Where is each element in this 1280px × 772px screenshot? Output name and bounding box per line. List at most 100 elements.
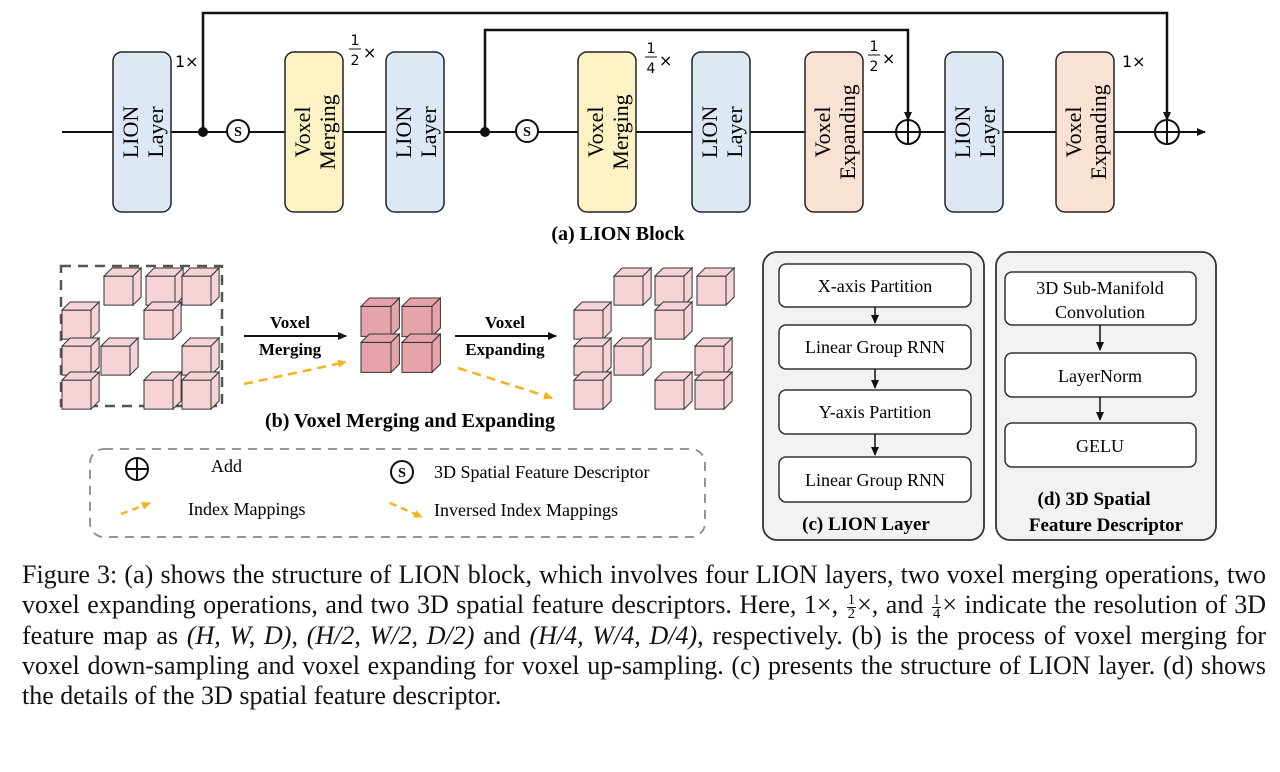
voxel-cube (102, 266, 143, 307)
voxel-cube (180, 370, 221, 411)
outer-skip-connection (201, 11, 1171, 132)
resolution-label: 1× (175, 52, 199, 71)
voxel-cube (612, 266, 653, 307)
voxel-cube (60, 300, 101, 341)
voxel-cube (180, 336, 221, 377)
voxel-cube (572, 300, 613, 341)
voxel-cube (400, 332, 442, 374)
block-lion-layer-1: LION Layer 1× (112, 51, 199, 213)
voxel-cube (359, 296, 401, 338)
caption-sep: , (291, 620, 298, 650)
caption-res-1x: 1×, (803, 590, 839, 619)
voxel-cube (653, 266, 694, 307)
legend-box (89, 448, 706, 538)
block-label-line1: Voxel (1061, 107, 1086, 158)
block-label-line2: Layer (143, 106, 168, 158)
step-x-partition: X-axis Partition (818, 276, 933, 296)
block-lion-layer-4: LION Layer (944, 51, 1004, 213)
voxel-cube (142, 300, 183, 341)
block-voxel-expanding-2: Voxel Expanding 1× (1055, 51, 1146, 213)
block-label-line1: Voxel (810, 107, 835, 158)
caption-part-3: , respectively. (b) is the process of vo… (22, 620, 1267, 710)
caption-part-2b: ×, and (857, 590, 924, 619)
block-label-line2: Merging (315, 94, 340, 169)
voxel-cube (695, 266, 736, 307)
block-label-line1: LION (391, 106, 416, 159)
caption-part-1: Figure 3: (a) shows the structure of LIO… (22, 560, 1266, 619)
voxel-cube (612, 336, 653, 377)
voxel-cube (693, 370, 734, 411)
add-legend-icon (125, 457, 149, 481)
block-label-line2: Layer (975, 106, 1000, 158)
legend-sfd-label: 3D Spatial Feature Descriptor (434, 462, 649, 482)
voxel-region-box (59, 264, 224, 408)
branch-dot (480, 127, 490, 137)
panel-d-title-line1: (d) 3D Spatial (1038, 489, 1151, 510)
voxel-cube (693, 336, 734, 377)
voxel-cube (400, 296, 442, 338)
res-frac-den: 2 (351, 53, 360, 69)
res-frac-num: 1 (870, 39, 879, 55)
branch-dot (198, 127, 208, 137)
block-label-line1: LION (950, 106, 975, 159)
voxel-cube (572, 336, 613, 377)
block-label-line2: Merging (608, 94, 633, 169)
caption-part-2c: × indicate the resolution of 3D feature … (22, 590, 1267, 650)
sfd-node-1: S (226, 119, 250, 143)
panel-a-title: (a) LION Block (551, 223, 685, 245)
res-times: × (659, 51, 672, 70)
res-frac-den: 2 (870, 59, 879, 75)
res-times: × (882, 49, 895, 68)
voxel-cube (60, 370, 101, 411)
panel-d-spatial-feature-descriptor: 3D Sub-Manifold Convolution LayerNorm GE… (995, 251, 1217, 541)
caption-math-half-res: (H/2, W/2, D/2) (306, 620, 475, 650)
block-label-line2: Expanding (1086, 84, 1111, 179)
legend-inv-index-label: Inversed Index Mappings (434, 500, 618, 520)
voxel-cube (144, 266, 185, 307)
voxel-cube (142, 370, 183, 411)
add-node-2 (1154, 119, 1180, 145)
res-frac-den: 4 (647, 61, 656, 77)
inversed-index-mapping-arrow (457, 366, 553, 400)
res-frac-num: 1 (351, 33, 360, 49)
sfd-node-2: S (515, 119, 539, 143)
expand-label-line2: Expanding (465, 340, 545, 359)
expand-label-line1: Voxel (485, 313, 525, 332)
sfd-legend-icon: S (390, 460, 414, 484)
block-label-line2: Layer (416, 106, 441, 158)
block-label-line2: Layer (722, 106, 747, 158)
voxel-cube (99, 336, 140, 377)
panel-c-title: (c) LION Layer (802, 514, 930, 535)
voxel-cube (180, 266, 221, 307)
step-linear-group-rnn-2: Linear Group RNN (805, 470, 945, 490)
step-linear-group-rnn-1: Linear Group RNN (805, 337, 945, 357)
caption-and: and (483, 620, 521, 650)
voxel-grid-expanded (572, 266, 736, 411)
panel-d-title-line2: Feature Descriptor (1029, 515, 1184, 536)
panel-b-voxel-merging-expanding: Voxel Merging Voxel Expanding (b) Voxel … (59, 264, 736, 432)
block-label-line1: Voxel (290, 107, 315, 158)
sfd-label: S (523, 125, 531, 140)
voxel-grid-input (60, 266, 221, 411)
svg-text:S: S (398, 466, 406, 481)
caption-math-quarter-res: (H/4, W/4, D/4) (529, 620, 698, 650)
block-voxel-merging-1: Voxel Merging 1 2 × (284, 33, 376, 213)
figure-diagram: S S LION Layer 1× Voxel Merging 1 (59, 11, 1217, 541)
sfd-label: S (234, 125, 242, 140)
index-mapping-legend-icon (120, 501, 151, 516)
merge-label-line2: Merging (259, 340, 322, 359)
inner-skip-connection (483, 28, 912, 132)
block-label-line1: LION (697, 106, 722, 159)
voxel-cube (653, 370, 694, 411)
add-node-1 (895, 119, 921, 145)
legend-add-label: Add (211, 456, 242, 476)
step-gelu: GELU (1076, 436, 1124, 456)
block-lion-layer-2: LION Layer (385, 51, 445, 213)
block-label-line2: Expanding (835, 84, 860, 179)
voxel-cube (653, 300, 694, 341)
block-voxel-expanding-1: Voxel Expanding 1 2 × (804, 39, 895, 213)
caption-text: Figure 3: (a) shows the structure of LIO… (22, 560, 1266, 711)
